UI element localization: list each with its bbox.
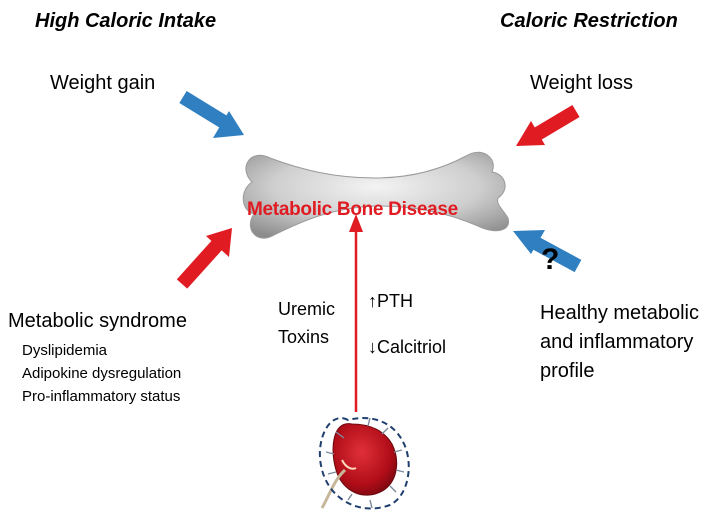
label-pth: ↑PTH [368,289,413,313]
label-weight-gain: Weight gain [50,72,156,94]
calcitriol-text: Calcitriol [377,337,447,357]
weight-gain-arrow [179,91,244,138]
label-uremic-toxins: Uremic Toxins [278,295,335,351]
heading-high-caloric-intake: High Caloric Intake [35,10,217,32]
uremic-line1: Uremic [278,299,335,319]
label-calcitriol: ↓Calcitriol [368,335,446,359]
bone-icon [242,151,510,239]
up-arrow-icon: ↑ [368,291,377,311]
pth-text: PTH [377,291,413,311]
healthy-line: and inflammatory [540,331,694,353]
healthy-line: Healthy metabolic [540,302,699,324]
list-item: Dyslipidemia [22,342,108,359]
heading-caloric-restriction: Caloric Restriction [500,10,678,32]
list-item: Adipokine dysregulation [22,365,182,382]
uremic-line2: Toxins [278,327,330,347]
healthy-profile-arrow [513,230,582,273]
metabolic-syndrome-title: Metabolic syndrome [8,310,187,332]
list-item: Pro-inflammatory status [22,388,181,405]
kidney-icon [318,417,410,510]
healthy-line: profile [540,360,595,382]
label-weight-loss: Weight loss [530,72,634,94]
metabolic-syndrome-block: Metabolic syndrome Dyslipidemia Adipokin… [8,310,187,408]
healthy-profile-block: Healthy metabolic and inflammatory profi… [540,299,699,386]
kidney-to-bone-arrow [349,214,363,412]
label-metabolic-bone-disease: Metabolic Bone Disease [247,199,458,220]
weight-loss-arrow [516,104,580,146]
down-arrow-icon: ↓ [368,337,377,357]
question-mark: ? [541,243,560,276]
metabolic-syndrome-arrow [176,228,232,289]
